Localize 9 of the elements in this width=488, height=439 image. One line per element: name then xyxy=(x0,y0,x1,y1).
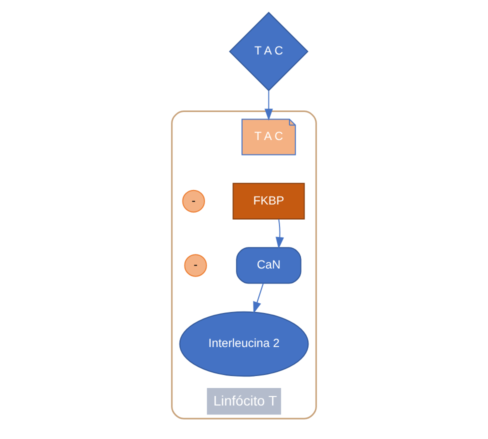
arrow xyxy=(253,282,264,314)
node-box: FKBP xyxy=(232,182,305,220)
node-circle: - xyxy=(182,190,205,213)
node-diamond: T A C xyxy=(228,12,308,92)
node-box: CaN xyxy=(236,247,302,284)
arrow xyxy=(264,90,273,121)
node-circle: - xyxy=(184,254,207,277)
node-ellipse: Interleucina 2 xyxy=(179,311,309,377)
arrow xyxy=(276,218,284,249)
